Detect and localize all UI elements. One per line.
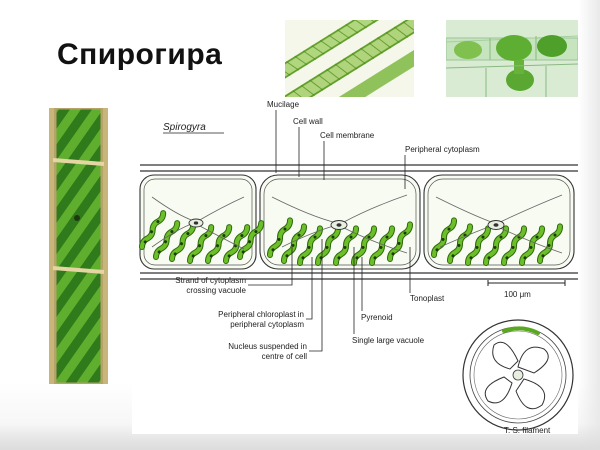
scale-bar: 100 μm [487,280,566,299]
label-pyrenoid: Pyrenoid [361,313,393,322]
label-nucleus-line2: centre of cell [262,352,308,361]
filament-outline [140,164,578,280]
scale-label: 100 μm [504,290,531,299]
slide-shadow-right [578,0,600,450]
label-mucilage: Mucilage [267,100,300,109]
spirogyra-diagram: Spirogyra [132,97,578,435]
label-cell-wall: Cell wall [293,117,323,126]
leader-lines [248,110,411,352]
label-vacuole: Single large vacuole [352,336,425,345]
nuclei [188,218,505,230]
label-chloroplast-line1: Peripheral chloroplast in [218,310,304,319]
cross-section: T. S. filament [462,319,574,435]
label-peripheral-cytoplasm: Peripheral cytoplasm [405,145,480,154]
page-title: Спирогира [57,38,223,71]
conjugation-photo [446,20,578,98]
label-nucleus-line1: Nucleus suspended in [228,342,307,351]
label-cell-membrane: Cell membrane [320,131,375,140]
filament-photo [49,108,108,384]
filaments-photo [285,20,414,100]
cross-section-caption: T. S. filament [504,426,551,434]
diagram-heading: Spirogyra [163,122,206,133]
label-strand-line1: Strand of cytoplasm [175,276,246,285]
label-strand-line2: crossing vacuole [186,286,246,295]
label-tonoplast: Tonoplast [410,294,445,303]
label-chloroplast-line2: peripheral cytoplasm [230,320,304,329]
